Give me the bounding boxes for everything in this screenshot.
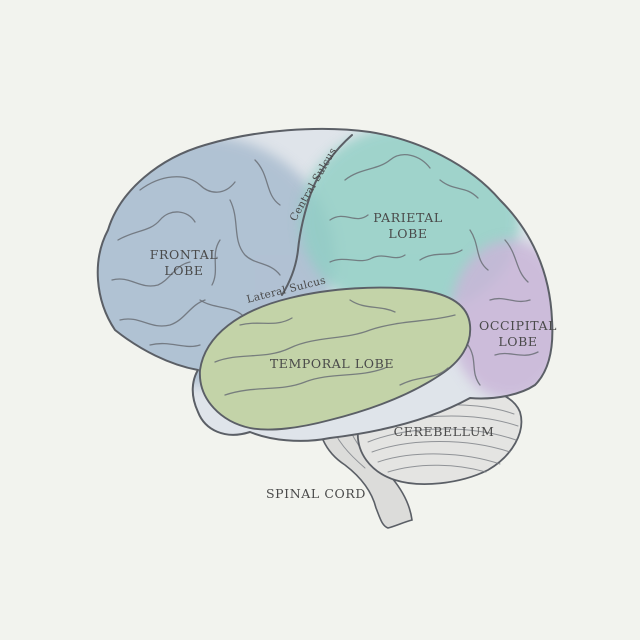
parietal-gyri [329,154,489,271]
occipital-lobe-label-2: LOBE [498,334,537,349]
parietal-lobe-label: PARIETAL [373,210,443,225]
temporal-lobe-label: TEMPORAL LOBE [270,356,394,371]
frontal-lobe-label-2: LOBE [164,263,203,278]
central-sulcus-line [281,134,353,296]
spinal-cord-label: SPINAL CORD [266,486,366,501]
frontal-gyri [111,159,281,348]
frontal-lobe-label: FRONTAL [150,247,218,262]
occipital-lobe-label: OCCIPITAL [479,318,557,333]
temporal-lobe [199,286,472,431]
cerebellum-label: CEREBELLUM [394,424,495,439]
cerebrum-outline [96,127,554,442]
occipital-gyri [467,239,539,386]
occipital-lobe-wash [450,240,553,400]
parietal-lobe-label-2: LOBE [388,226,427,241]
